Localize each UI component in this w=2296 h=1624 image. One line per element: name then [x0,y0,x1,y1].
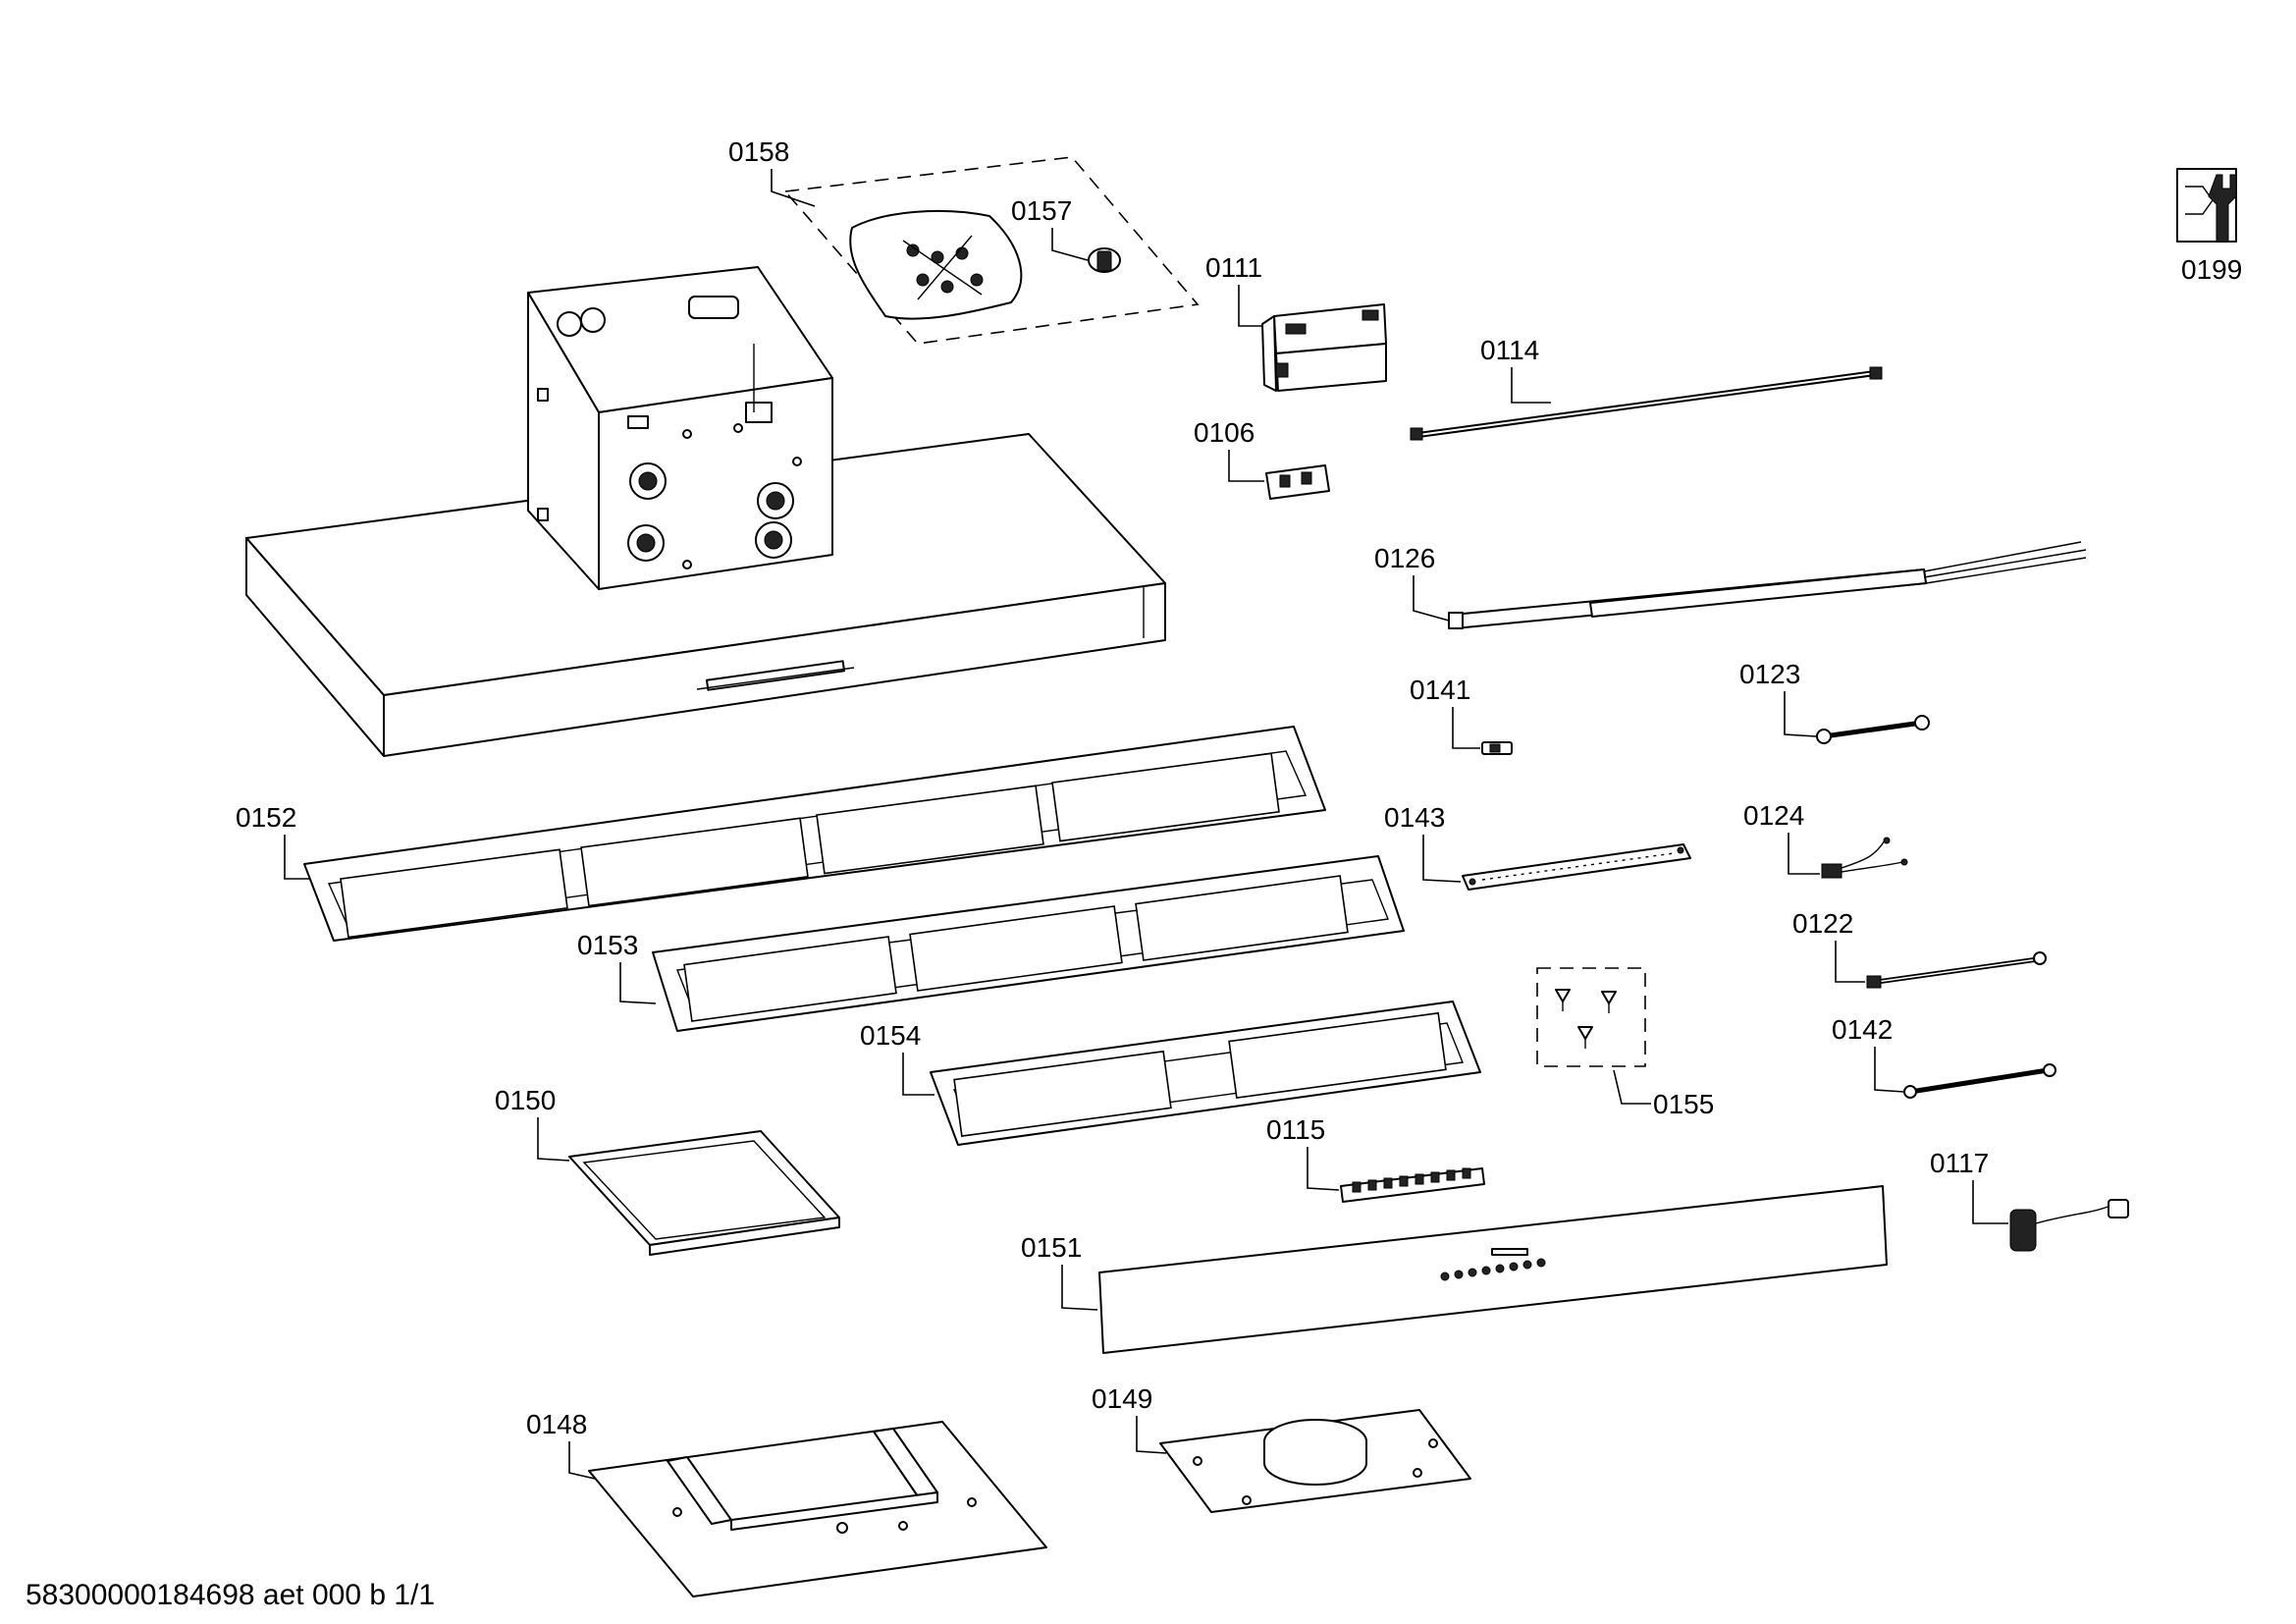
callout-label-0111: 0111 [1205,252,1262,283]
callout-label-0152: 0152 [236,802,296,833]
callout-label-0143: 0143 [1384,802,1445,833]
part-0199-service: 0199 [2176,168,2242,285]
callout-label-0158: 0158 [728,136,789,167]
callout-label-0115: 0115 [1266,1114,1325,1145]
part-0142-cable: 0142 [1832,1014,2056,1099]
callout-label-0142: 0142 [1832,1014,1893,1045]
part-0149-duct-plate: 0149 [1092,1383,1471,1513]
part-0122-cable: 0122 [1792,908,2047,989]
part-0151-front-panel: 0151 [1021,1185,1888,1354]
part-0111-control-module: 0111 [1205,252,1387,392]
part-0154-grease-filter-rail: 0154 [860,1001,1481,1146]
callout-label-0199: 0199 [2181,254,2242,285]
part-0153-grease-filter-rail: 0153 [577,855,1405,1032]
part-0148-mounting-plate: 0148 [526,1409,1047,1597]
callout-label-0149: 0149 [1092,1383,1152,1414]
callout-label-0151: 0151 [1021,1232,1082,1263]
part-0157-knob: 0157 [1011,195,1121,273]
part-0115-button-strip: 0115 [1266,1114,1485,1203]
callout-label-0155: 0155 [1653,1089,1714,1119]
part-0124-connector: 0124 [1743,800,1908,879]
hood-body [245,266,1166,757]
part-0141-clip: 0141 [1410,675,1513,755]
motor-gear [627,462,794,562]
part-0143-led-strip: 0143 [1384,802,1691,891]
callout-label-0123: 0123 [1739,659,1800,689]
part-0117-power-cord: 0117 [1930,1148,2129,1252]
part-0123-cable: 0123 [1739,659,1930,744]
part-0106-switch: 0106 [1194,417,1330,500]
part-0152-grease-filter-rail: 0152 [236,726,1326,942]
callout-label-0114: 0114 [1480,335,1539,365]
document-id: 58300000184698 aet 000 b 1/1 [26,1579,435,1611]
part-0150-filter-frame: 0150 [495,1085,840,1256]
callout-label-0126: 0126 [1374,543,1435,573]
part-0155-screws: 0155 [1536,967,1714,1119]
callout-label-0150: 0150 [495,1085,556,1115]
callout-label-0117: 0117 [1930,1148,1989,1178]
callout-label-0106: 0106 [1194,417,1255,448]
callout-label-0124: 0124 [1743,800,1804,831]
callout-label-0141: 0141 [1410,675,1470,705]
callout-label-0153: 0153 [577,930,638,960]
callout-label-0157: 0157 [1011,195,1072,226]
part-0126-cable-bar: 0126 [1374,541,2087,629]
part-0114-cable: 0114 [1410,335,1883,441]
wrench-icon [2185,174,2237,243]
part-0158-screw-kit: 0158 [728,136,1200,345]
callout-label-0122: 0122 [1792,908,1853,939]
callout-label-0148: 0148 [526,1409,587,1439]
callout-label-0154: 0154 [860,1020,921,1051]
